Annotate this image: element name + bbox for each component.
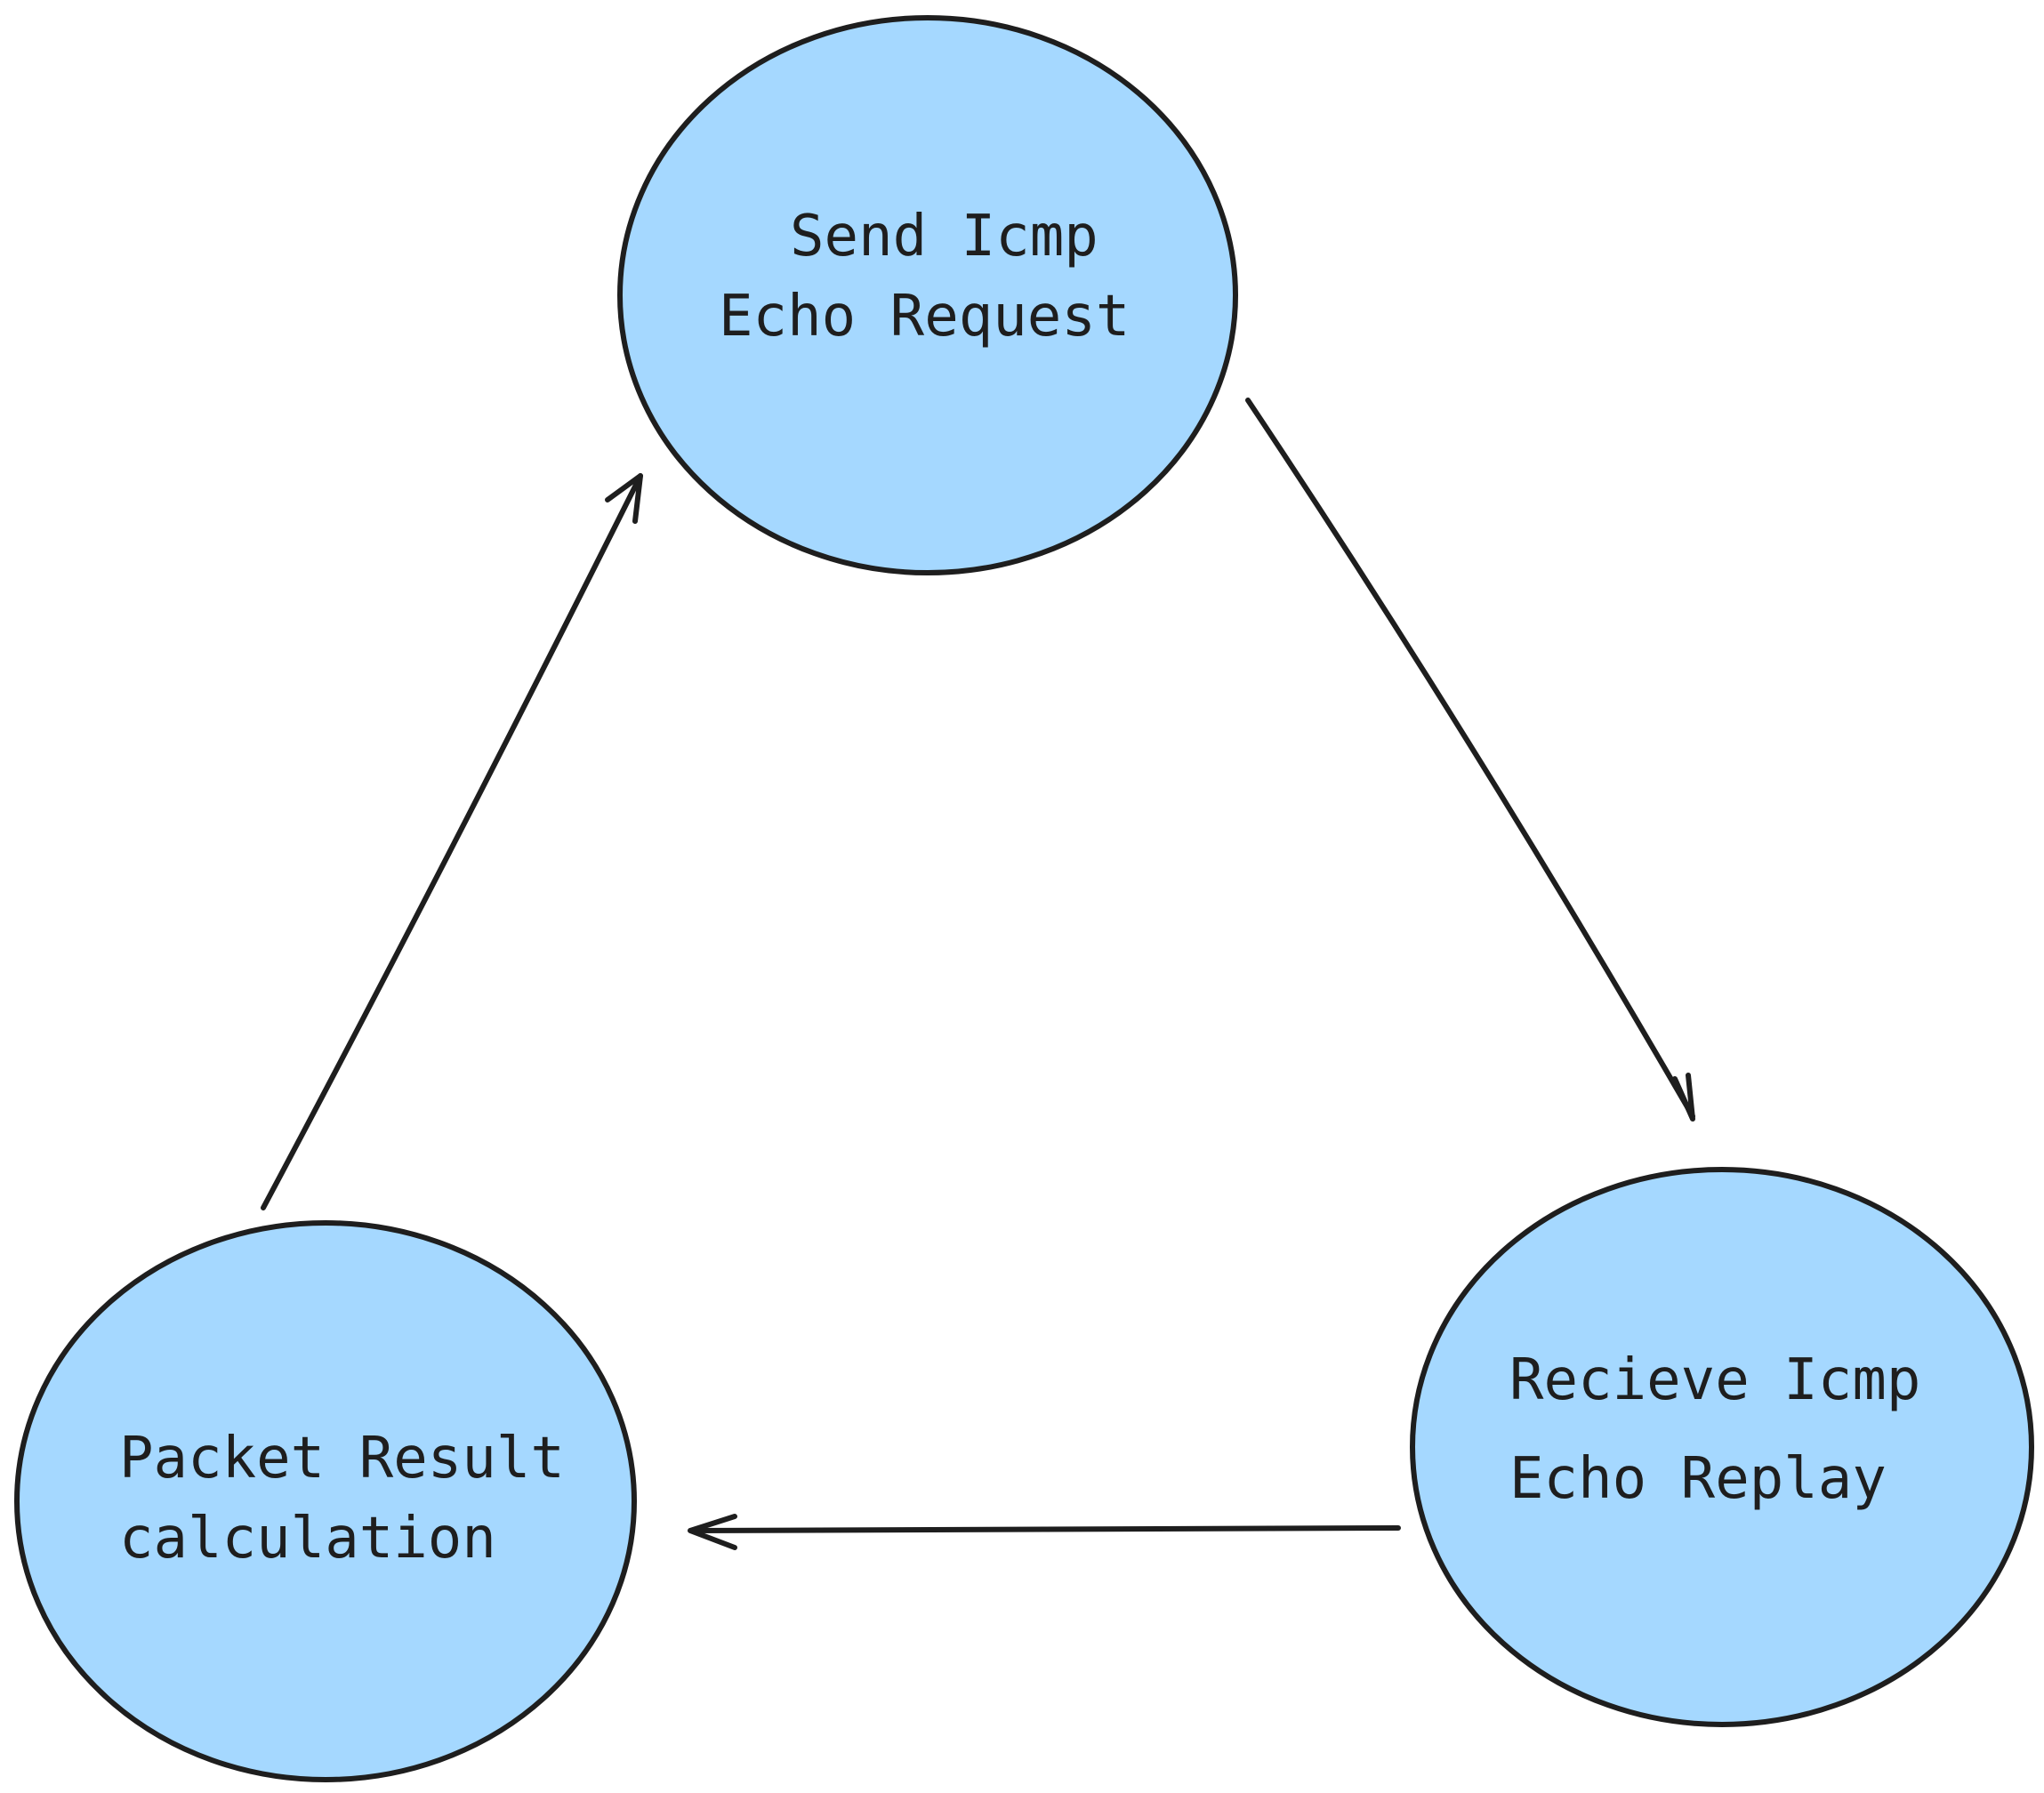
node-packet-result-label-line1: Packet Result xyxy=(119,1426,565,1491)
edge-receive-to-packet-line xyxy=(689,1525,1401,1533)
node-send-icmp-ellipse xyxy=(617,15,1238,575)
edge-send-to-receive xyxy=(1245,398,1695,1122)
node-receive-icmp-label: Recieve Icmp Echo Replay xyxy=(1509,1347,1955,1512)
node-receive-icmp-label-line1: Recieve Icmp xyxy=(1509,1347,1920,1413)
node-send-icmp-label-line2: Echo Request xyxy=(719,284,1130,350)
edge-packet-to-send-arrowhead xyxy=(605,473,643,524)
node-send-icmp-label-line1: Send Icmp xyxy=(790,204,1098,269)
node-send-icmp-label: Send Icmp Echo Request xyxy=(719,204,1132,350)
edge-packet-to-send xyxy=(261,473,643,1210)
node-packet-result-ellipse xyxy=(14,1220,637,1782)
node-send-icmp: Send Icmp Echo Request xyxy=(617,15,1238,575)
node-packet-result: Packet Result calculation xyxy=(14,1220,637,1782)
edge-receive-to-packet-arrowhead xyxy=(688,1514,737,1550)
node-receive-icmp-label-line2: Echo Replay xyxy=(1509,1446,1887,1512)
node-receive-icmp-ellipse xyxy=(1410,1167,2034,1727)
edge-send-to-receive-arrowhead xyxy=(1672,1073,1695,1122)
edge-send-to-receive-line xyxy=(1245,398,1695,1119)
edge-receive-to-packet xyxy=(688,1514,1401,1550)
node-packet-result-label-line2: calculation xyxy=(119,1506,496,1572)
node-packet-result-label: Packet Result calculation xyxy=(119,1426,599,1572)
node-receive-icmp: Recieve Icmp Echo Replay xyxy=(1410,1167,2034,1727)
edge-packet-to-send-line xyxy=(261,473,643,1210)
